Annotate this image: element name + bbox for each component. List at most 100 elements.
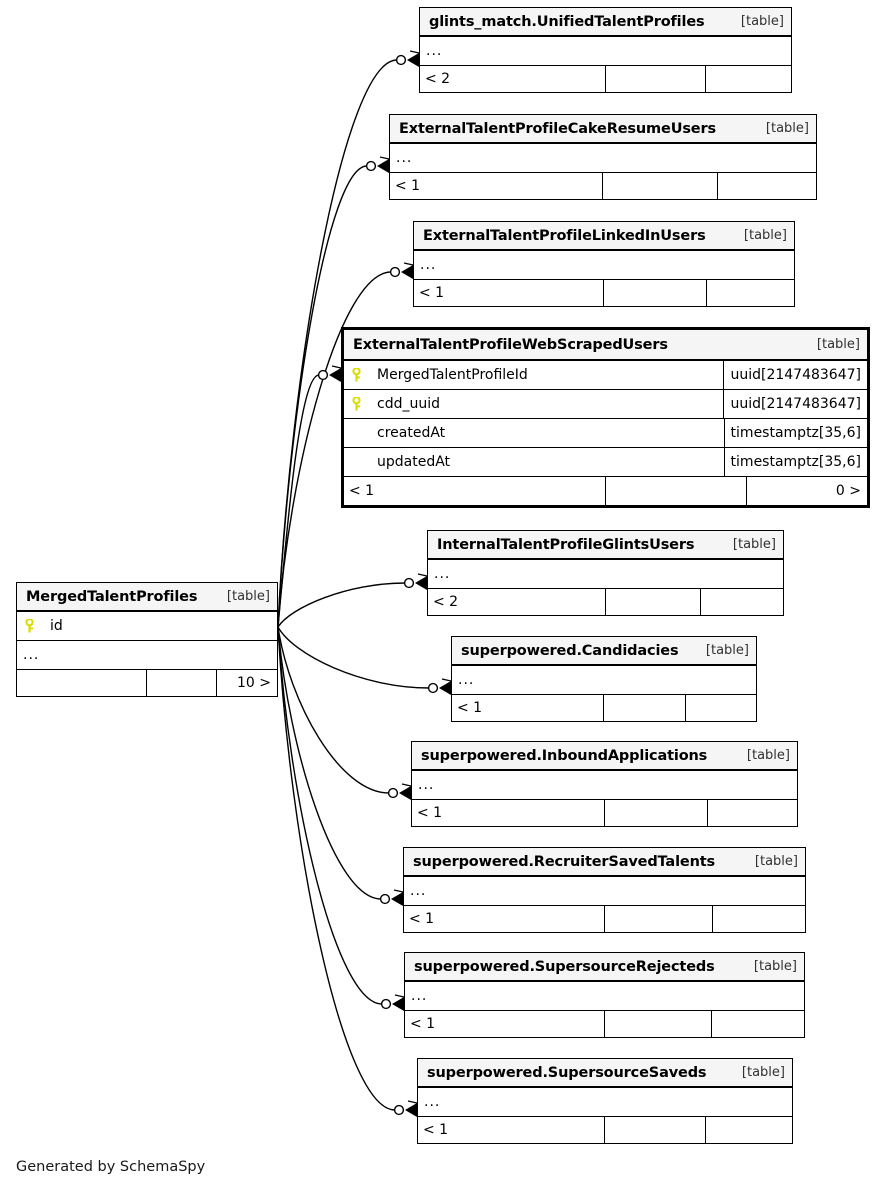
table-type-tag: [table] xyxy=(753,959,797,974)
ellipsis-label: ... xyxy=(411,988,428,1004)
table-type-tag: [table] xyxy=(732,537,776,552)
crowsfoot-arrow xyxy=(407,53,419,67)
footer-cell-left: < 1 xyxy=(404,906,605,932)
table-header: ExternalTalentProfileWebScrapedUsers [tab… xyxy=(344,330,867,361)
column-type: timestamptz[35,6] xyxy=(723,448,867,476)
column-name: createdAt xyxy=(377,425,446,441)
ellipsis-label: ... xyxy=(426,43,443,59)
table-title: superpowered.Candidacies xyxy=(461,642,679,659)
relationship-edge-superpowered-supersource-saveds xyxy=(277,626,418,1117)
table-type-tag: [table] xyxy=(705,643,749,658)
table-node-external-linkedin-users[interactable]: ExternalTalentProfileLinkedInUsers[table… xyxy=(413,221,795,307)
table-footer: < 1 xyxy=(390,173,816,199)
table-type-tag: [table] xyxy=(816,337,860,352)
footer-cell-left: < 1 xyxy=(412,800,605,826)
footer-cell-right xyxy=(708,800,797,826)
crowsfoot-tick-upper xyxy=(394,994,405,998)
footer-cell-left: < 1 xyxy=(452,695,604,721)
relationship-edge-superpowered-recruiter-saved-talents xyxy=(277,626,404,906)
table-header: glints_match.UnifiedTalentProfiles[table… xyxy=(420,8,791,37)
edge-path xyxy=(277,582,406,628)
table-node-superpowered-recruiter-saved-talents[interactable]: superpowered.RecruiterSavedTalents [table… xyxy=(403,847,806,933)
crowsfoot-tick-upper xyxy=(441,678,452,682)
table-row-ellipsis: ... xyxy=(420,37,791,66)
table-title: ExternalTalentProfileWebScrapedUsers xyxy=(353,336,668,353)
crowsfoot-tick-upper xyxy=(417,573,428,577)
column-name: updatedAt xyxy=(377,454,451,470)
edge-path xyxy=(277,626,396,1111)
generated-by-credit: Generated by SchemaSpy xyxy=(16,1159,206,1175)
table-row-ellipsis: ... xyxy=(414,251,794,280)
table-type-tag: [table] xyxy=(746,748,790,763)
edge-path xyxy=(277,626,390,794)
table-type-tag: [table] xyxy=(743,228,787,243)
edge-path xyxy=(277,626,430,689)
footer-cell-left: < 1 xyxy=(414,280,604,306)
footer-cell-mid xyxy=(604,280,707,306)
table-node-superpowered-supersource-rejecteds[interactable]: superpowered.SupersourceRejecteds[table]… xyxy=(404,952,805,1038)
column-type: uuid[2147483647] xyxy=(723,390,867,418)
crowsfoot-arrow xyxy=(401,265,413,279)
relationship-edge-external-webscraped-users xyxy=(277,365,342,628)
cardinality-zero-circle xyxy=(365,160,377,172)
table-title: superpowered.InboundApplications xyxy=(421,747,708,764)
table-type-tag: [table] xyxy=(754,854,798,869)
table-row-column: id xyxy=(17,612,277,641)
relationship-edge-superpowered-candidacies xyxy=(277,626,452,695)
footer-cell-mid xyxy=(606,477,747,505)
table-type-tag: [table] xyxy=(226,589,270,604)
table-node-glints-unified-talent-profiles[interactable]: glints_match.UnifiedTalentProfiles[table… xyxy=(419,7,792,93)
table-header: superpowered.InboundApplications [table] xyxy=(412,742,797,771)
table-node-superpowered-candidacies[interactable]: superpowered.Candidacies [table]...< 1 xyxy=(451,636,757,722)
relationship-edge-superpowered-supersource-rejecteds xyxy=(277,626,405,1011)
footer-cell-mid xyxy=(606,66,706,92)
crowsfoot-tick-upper xyxy=(403,262,414,266)
table-footer: < 1 xyxy=(405,1011,804,1037)
ellipsis-label: ... xyxy=(420,257,437,273)
footer-cell-mid xyxy=(604,695,687,721)
cardinality-zero-circle xyxy=(427,682,439,694)
table-header: superpowered.Candidacies [table] xyxy=(452,637,756,666)
table-node-superpowered-inbound-applications[interactable]: superpowered.InboundApplications [table].… xyxy=(411,741,798,827)
table-node-internal-glints-users[interactable]: InternalTalentProfileGlintsUsers[table].… xyxy=(427,530,784,616)
cardinality-zero-circle xyxy=(387,787,399,799)
ellipsis-label: ... xyxy=(418,777,435,793)
footer-cell-left: < 2 xyxy=(420,66,606,92)
table-row-ellipsis: ... xyxy=(17,641,277,670)
column-name: id xyxy=(50,618,63,634)
primary-key-icon xyxy=(344,397,368,411)
table-node-external-webscraped-users[interactable]: ExternalTalentProfileWebScrapedUsers [tab… xyxy=(341,327,870,508)
footer-cell-left xyxy=(17,670,147,696)
footer-cell-mid xyxy=(147,670,218,696)
footer-cell-right xyxy=(718,173,816,199)
crowsfoot-tick-upper xyxy=(409,50,420,54)
ellipsis-label: ... xyxy=(434,566,451,582)
table-type-tag: [table] xyxy=(741,1065,785,1080)
table-row-column: updatedAt timestamptz[35,6] xyxy=(344,448,867,477)
table-node-external-cake-resume-users[interactable]: ExternalTalentProfileCakeResumeUsers[tab… xyxy=(389,114,817,200)
table-header: superpowered.SupersourceSaveds[table] xyxy=(418,1059,792,1088)
table-title: MergedTalentProfiles xyxy=(26,588,198,605)
table-row-ellipsis: ... xyxy=(390,144,816,173)
table-row-ellipsis: ... xyxy=(404,877,805,906)
relationship-edge-internal-glints-users xyxy=(277,573,428,628)
footer-cell-left: < 1 xyxy=(390,173,603,199)
footer-cell-left: < 1 xyxy=(344,477,606,505)
table-row-ellipsis: ... xyxy=(428,560,783,589)
table-node-superpowered-supersource-saveds[interactable]: superpowered.SupersourceSaveds[table]...… xyxy=(417,1058,793,1144)
table-node-merged-talent-profiles[interactable]: MergedTalentProfiles[table]id...10 > xyxy=(16,582,278,697)
crowsfoot-tick-upper xyxy=(401,783,412,787)
cardinality-zero-circle xyxy=(393,1104,405,1116)
table-footer: < 2 xyxy=(428,589,783,615)
table-title: superpowered.RecruiterSavedTalents xyxy=(413,853,716,870)
footer-cell-mid xyxy=(605,1011,713,1037)
crowsfoot-tick-upper xyxy=(379,156,390,160)
table-row-ellipsis: ... xyxy=(418,1088,792,1117)
footer-cell-right xyxy=(707,280,794,306)
crowsfoot-arrow xyxy=(399,786,411,800)
footer-cell-right xyxy=(686,695,756,721)
footer-cell-right xyxy=(712,1011,804,1037)
table-row-ellipsis: ... xyxy=(452,666,756,695)
